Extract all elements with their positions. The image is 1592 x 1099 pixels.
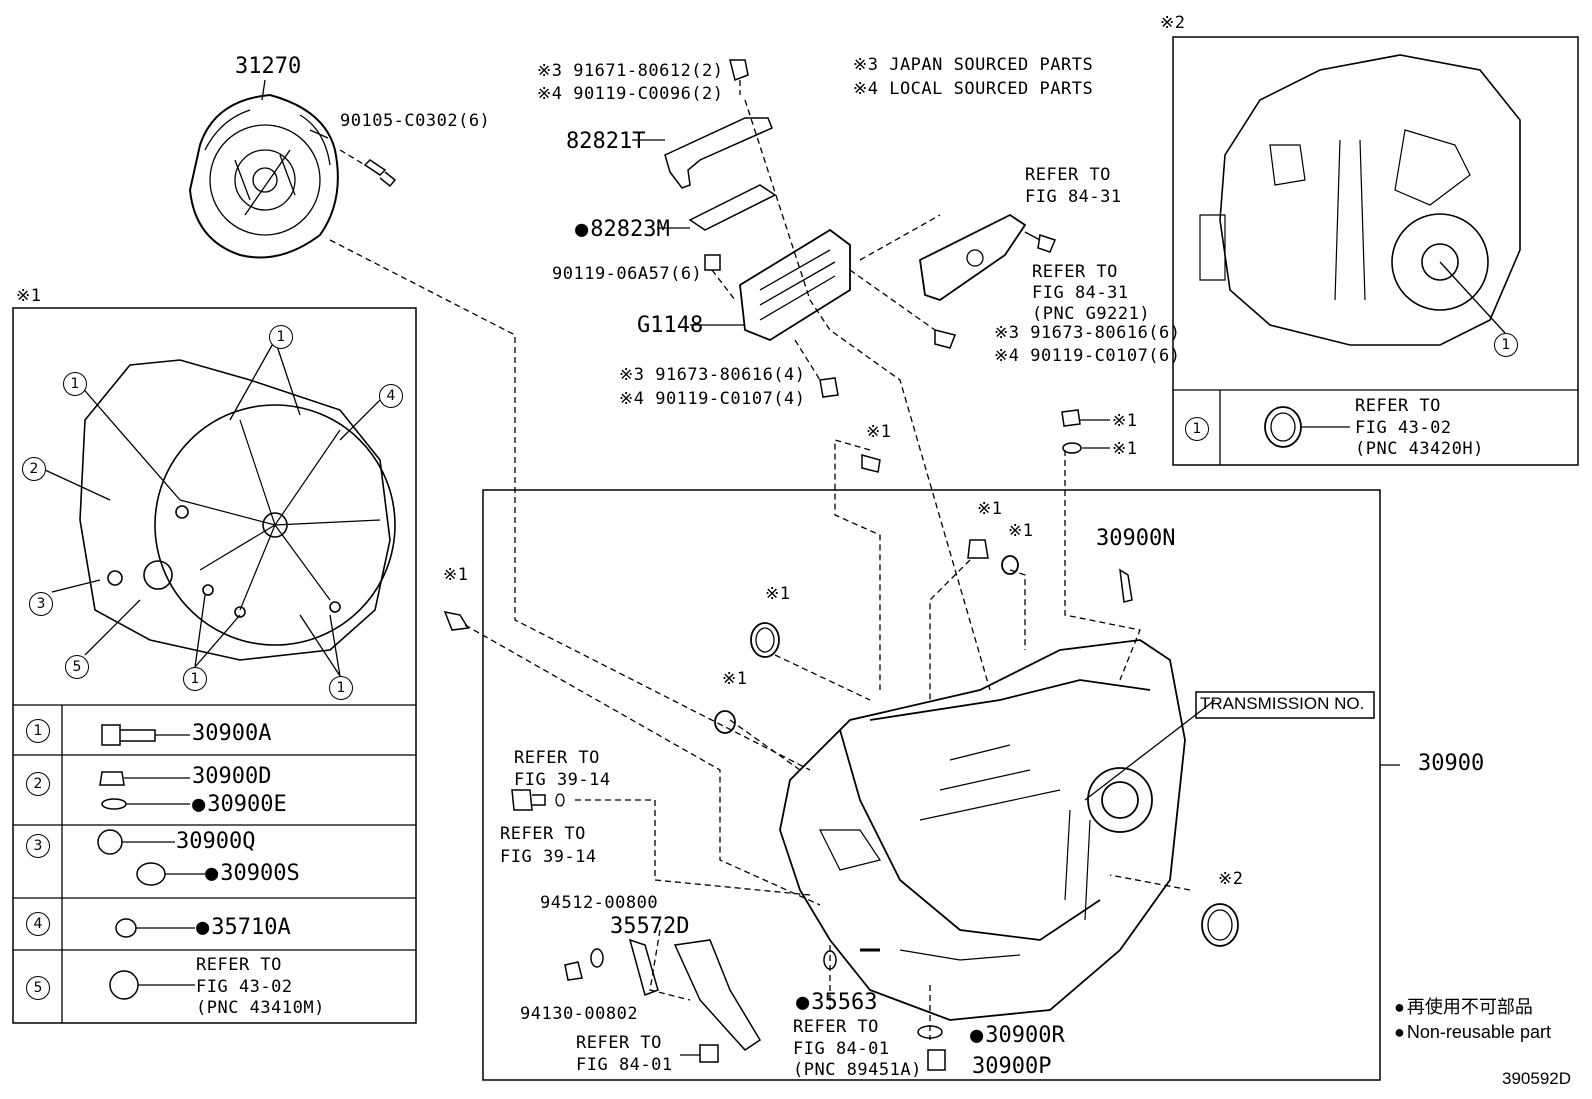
callout-1: 1 xyxy=(269,325,293,349)
refer-84-31-a-line1: REFER TO xyxy=(1025,165,1111,185)
part-82821t[interactable]: 82821T xyxy=(566,129,646,154)
part-91673-80616-6[interactable]: ※3 91673-80616(6) xyxy=(994,323,1181,343)
part-90119-06a57[interactable]: 90119-06A57(6) xyxy=(552,264,703,284)
part-90105-c0302[interactable]: 90105-C0302(6) xyxy=(340,111,491,131)
part-91671-80612[interactable]: ※3 91671-80612(2) xyxy=(537,61,724,81)
refer-39-14-a-line2[interactable]: FIG 39-14 xyxy=(514,770,611,790)
callout-1: 1 xyxy=(1494,333,1518,357)
case-rear-view-drawing xyxy=(1199,54,1521,346)
legend-non-reusable-en: Non-reusable part xyxy=(1394,1022,1551,1043)
refer-84-31-b-line2[interactable]: FIG 84-31 xyxy=(1032,283,1129,303)
refer-39-14-b-line2[interactable]: FIG 39-14 xyxy=(500,847,597,867)
callout-3: 3 xyxy=(29,592,53,616)
marker-1-label: ※1 xyxy=(1008,521,1034,541)
transmission-no-label: TRANSMISSION NO. xyxy=(1200,694,1365,713)
refer-43-02-line3: (PNC 43420H) xyxy=(1355,439,1484,459)
callout-2: 2 xyxy=(22,457,46,481)
refer-84-01-a-line1: REFER TO xyxy=(576,1033,662,1053)
refer-84-31-a-line2[interactable]: FIG 84-31 xyxy=(1025,187,1122,207)
marker-1-label: ※1 xyxy=(765,584,791,604)
part-30900p[interactable]: 30900P xyxy=(972,1054,1052,1079)
refer-84-31-b-line1: REFER TO xyxy=(1032,262,1118,282)
table-row-num: 4 xyxy=(26,912,50,936)
part-31270[interactable]: 31270 xyxy=(235,54,302,79)
part-30900r[interactable]: 30900R xyxy=(970,1023,1064,1048)
marker-2-label: ※2 xyxy=(1160,13,1186,33)
marker-1-label: ※1 xyxy=(1112,411,1138,431)
marker-2-label: ※2 xyxy=(1218,869,1244,889)
marker-1-label: ※1 xyxy=(1112,439,1138,459)
callout-1: 1 xyxy=(183,667,207,691)
refer-43-02-line1: REFER TO xyxy=(1355,396,1441,416)
marker-1-label: ※1 xyxy=(16,286,42,306)
marker-1-label: ※1 xyxy=(722,669,748,689)
refer-39-14-a-line1: REFER TO xyxy=(514,748,600,768)
refer-43-02-line3: (PNC 43410M) xyxy=(196,998,325,1018)
part-91673-80616-4[interactable]: ※3 91673-80616(4) xyxy=(619,365,806,385)
part-30900q[interactable]: 30900Q xyxy=(176,829,256,854)
part-35572d[interactable]: 35572D xyxy=(610,914,690,939)
note-japan-sourced: ※3 JAPAN SOURCED PARTS xyxy=(853,55,1094,75)
callout-1: 1 xyxy=(329,676,353,700)
refer-84-01-a-line2[interactable]: FIG 84-01 xyxy=(576,1055,673,1075)
table-row-num: 2 xyxy=(26,772,50,796)
refer-39-14-b-line1: REFER TO xyxy=(500,824,586,844)
part-90119-c0107-4[interactable]: ※4 90119-C0107(4) xyxy=(619,389,806,409)
refer-84-01-b-line3: (PNC 89451A) xyxy=(793,1060,922,1080)
part-82823m[interactable]: 82823M xyxy=(575,217,669,242)
part-35563[interactable]: 35563 xyxy=(796,990,877,1015)
part-30900n[interactable]: 30900N xyxy=(1096,526,1176,551)
marker-1-label: ※1 xyxy=(443,565,469,585)
part-90119-c0096[interactable]: ※4 90119-C0096(2) xyxy=(537,84,724,104)
case-front-view-drawing xyxy=(79,359,396,661)
legend-non-reusable-jp: 再使用不可部品 xyxy=(1394,997,1533,1018)
part-30900e[interactable]: 30900E xyxy=(192,792,286,817)
part-30900d[interactable]: 30900D xyxy=(192,764,272,789)
refer-84-01-b-line2[interactable]: FIG 84-01 xyxy=(793,1039,890,1059)
part-30900[interactable]: 30900 xyxy=(1418,751,1485,776)
part-g1148[interactable]: G1148 xyxy=(637,313,704,338)
table-row-num: 5 xyxy=(26,976,50,1000)
callout-4: 4 xyxy=(379,384,403,408)
refer-43-02-line2[interactable]: FIG 43-02 xyxy=(196,977,293,997)
diagram-id: 390592D xyxy=(1502,1069,1572,1088)
refer-43-02-line2[interactable]: FIG 43-02 xyxy=(1355,418,1452,438)
table-row-num: 1 xyxy=(1185,417,1209,441)
part-94130-00802[interactable]: 94130-00802 xyxy=(520,1004,639,1024)
part-94512-00800[interactable]: 94512-00800 xyxy=(540,893,659,913)
table-row-num: 1 xyxy=(26,719,50,743)
transmission-drawing xyxy=(779,639,1186,1021)
note-local-sourced: ※4 LOCAL SOURCED PARTS xyxy=(853,79,1094,99)
refer-43-02-line1: REFER TO xyxy=(196,955,282,975)
clutch-cover-drawing xyxy=(188,93,339,259)
part-30900a[interactable]: 30900A xyxy=(192,721,272,746)
part-30900s[interactable]: 30900S xyxy=(205,861,299,886)
table-row-num: 3 xyxy=(26,834,50,858)
part-35710a[interactable]: 35710A xyxy=(196,915,290,940)
refer-84-31-b-line3: (PNC G9221) xyxy=(1032,304,1151,324)
refer-84-01-b-line1: REFER TO xyxy=(793,1017,879,1037)
marker-1-label: ※1 xyxy=(977,499,1003,519)
callout-1: 1 xyxy=(63,372,87,396)
callout-5: 5 xyxy=(65,655,89,679)
marker-1-label: ※1 xyxy=(866,422,892,442)
part-90119-c0107-6[interactable]: ※4 90119-C0107(6) xyxy=(994,346,1181,366)
